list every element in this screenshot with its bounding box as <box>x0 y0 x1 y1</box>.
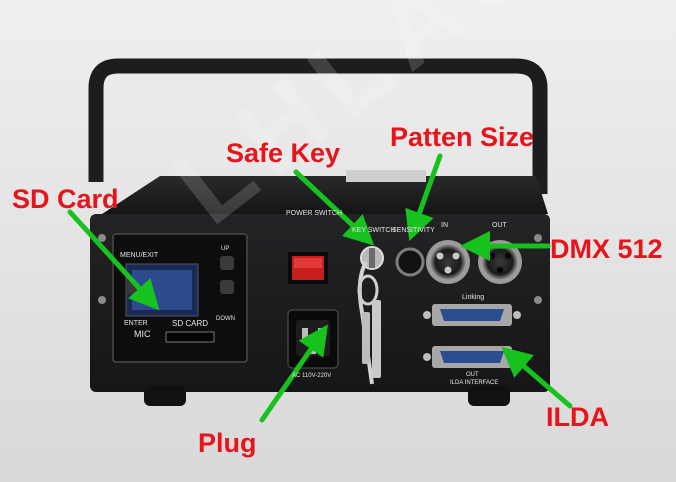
menu-exit-label: MENU/EXIT <box>120 252 159 259</box>
sd-card-slot <box>165 331 215 343</box>
sensitivity-label: SENSITIVITY <box>392 227 435 234</box>
plug-callout: Plug <box>198 428 257 458</box>
screw <box>98 296 106 304</box>
dmx-callout: DMX 512 <box>550 234 663 264</box>
up-label: UP <box>221 246 230 252</box>
callout-arrows <box>67 153 573 423</box>
ilda-callout: ILDA <box>546 402 609 432</box>
foot-right <box>468 386 510 406</box>
ilda-db25-connector <box>423 346 521 368</box>
ilda-arrow <box>501 346 573 409</box>
linking-label: Linking <box>462 294 485 301</box>
ilda-interface-label: ILDA INTERFACE <box>450 380 499 386</box>
sd-card-arrow <box>67 209 160 311</box>
key-switch-label: KEY SWITCH <box>352 227 396 234</box>
dmx-in-label: IN <box>441 222 448 229</box>
screw <box>534 234 542 242</box>
sd-slot-label: SD CARD <box>172 319 209 328</box>
screw <box>98 234 106 242</box>
screw <box>534 296 542 304</box>
mic-label: MIC <box>134 329 151 339</box>
power-switch <box>288 252 328 284</box>
sd-card-callout: SD Card <box>12 184 119 214</box>
pattern-size-arrow <box>405 153 443 242</box>
carrying-handle <box>88 58 548 194</box>
safe-key-callout: Safe Key <box>226 138 341 168</box>
key-switch <box>357 246 384 385</box>
enter-label: ENTER <box>124 320 148 327</box>
linking-db25-connector <box>423 304 521 326</box>
pattern-size-callout: Patten Size <box>390 122 535 152</box>
down-label: DOWN <box>216 316 235 322</box>
dmx-out-label: OUT <box>492 222 507 229</box>
safe-key-arrow <box>293 169 375 246</box>
top-label-sticker <box>346 170 426 182</box>
dmx-in-connector <box>426 240 470 284</box>
sensitivity-knob <box>395 247 425 277</box>
voltage-label: AC 110V-220V <box>292 373 332 379</box>
up-button <box>220 256 234 270</box>
down-button <box>220 280 234 294</box>
power-switch-label: POWER SWITCH <box>286 210 342 217</box>
power-inlet <box>287 309 339 369</box>
foot-left <box>144 386 186 406</box>
ilda-out-label: OUT <box>466 372 479 378</box>
plug-arrow <box>259 324 328 423</box>
